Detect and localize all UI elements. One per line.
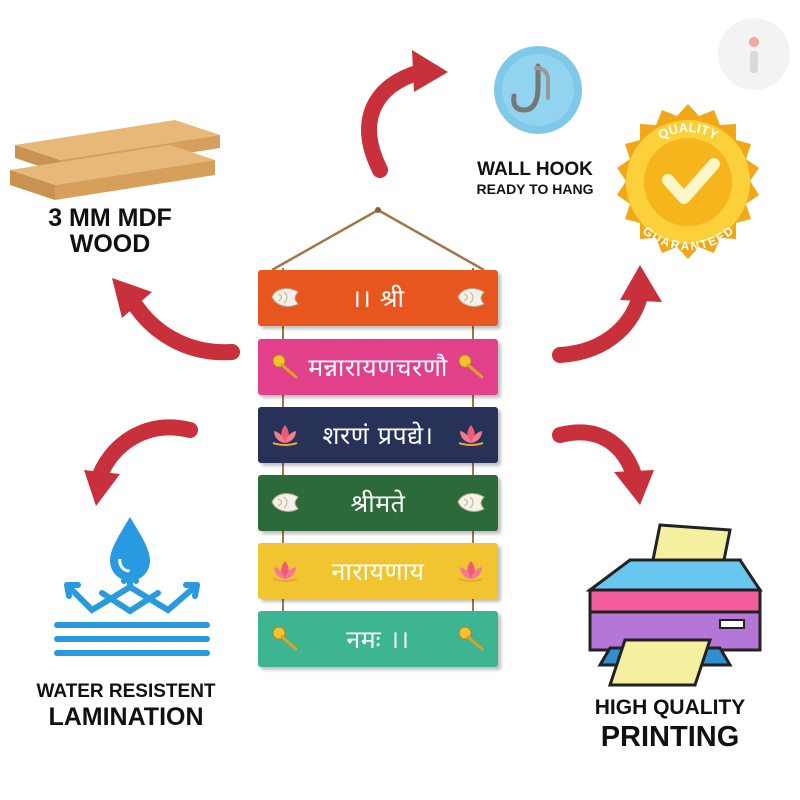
badge-top-text: QUALITY (655, 120, 721, 143)
plank-5: नारायणाय (258, 543, 498, 599)
mace-icon (270, 625, 300, 651)
lotus-icon (456, 557, 486, 583)
printing-label-line2: PRINTING (600, 721, 740, 754)
plank-text: ।। श्री (351, 284, 405, 313)
quality-badge: QUALITY GUARANTEED (608, 102, 768, 262)
lotus-icon (270, 421, 300, 447)
water-resistant-icon (52, 515, 212, 660)
plank-text: शरणं प्रपद्ये। (322, 421, 434, 450)
plank-text: नमः ।। (346, 625, 410, 654)
wall-hook-icon (488, 38, 588, 138)
conch-icon (270, 284, 300, 310)
arrow-to-hook (361, 64, 428, 178)
lamination-label-line2: LAMINATION (48, 702, 204, 731)
arrow-to-printer (552, 424, 643, 486)
brand-logo (718, 18, 790, 90)
conch-icon (456, 489, 486, 515)
plank-text: मन्नारायणचरणौ (308, 353, 448, 382)
conch-icon (456, 284, 486, 310)
wood-label-line1: 3 MM MDF (48, 204, 172, 232)
hook-label-line2: READY TO HANG (476, 180, 594, 197)
lotus-icon (456, 421, 486, 447)
mace-icon (456, 625, 486, 651)
wood-label-line2: WOOD (69, 230, 151, 259)
plank-6: नमः ।। (258, 611, 498, 667)
plank-4: श्रीमते (258, 475, 498, 531)
plank-3: शरणं प्रपद्ये। (258, 407, 498, 463)
plank-text: नारायणाय (331, 557, 425, 586)
conch-icon (270, 489, 300, 515)
printing-label-line1: HIGH QUALITY (594, 696, 746, 719)
mace-icon (456, 353, 486, 379)
lamination-label: WATER RESISTENT LAMINATION (20, 681, 232, 731)
printing-label: HIGH QUALITY PRINTING (560, 696, 780, 754)
arrow-to-wood (124, 292, 240, 361)
plank-text: श्रीमते (350, 489, 406, 518)
svg-text:QUALITY: QUALITY (655, 120, 721, 143)
hook-label: WALL HOOK READY TO HANG (440, 160, 630, 197)
mace-icon (270, 353, 300, 379)
lotus-icon (270, 557, 300, 583)
printer-icon (570, 520, 770, 690)
mdf-wood-icon (5, 115, 225, 205)
hook-label-line1: WALL HOOK (477, 159, 593, 180)
arrow-to-water (92, 419, 198, 483)
wood-label: 3 MM MDF WOOD (10, 205, 210, 258)
lamination-label-line1: WATER RESISTENT (36, 681, 216, 702)
plank-1: ।। श्री (258, 270, 498, 326)
arrow-to-badge (552, 287, 648, 363)
plank-2: मन्नारायणचरणौ (258, 339, 498, 395)
